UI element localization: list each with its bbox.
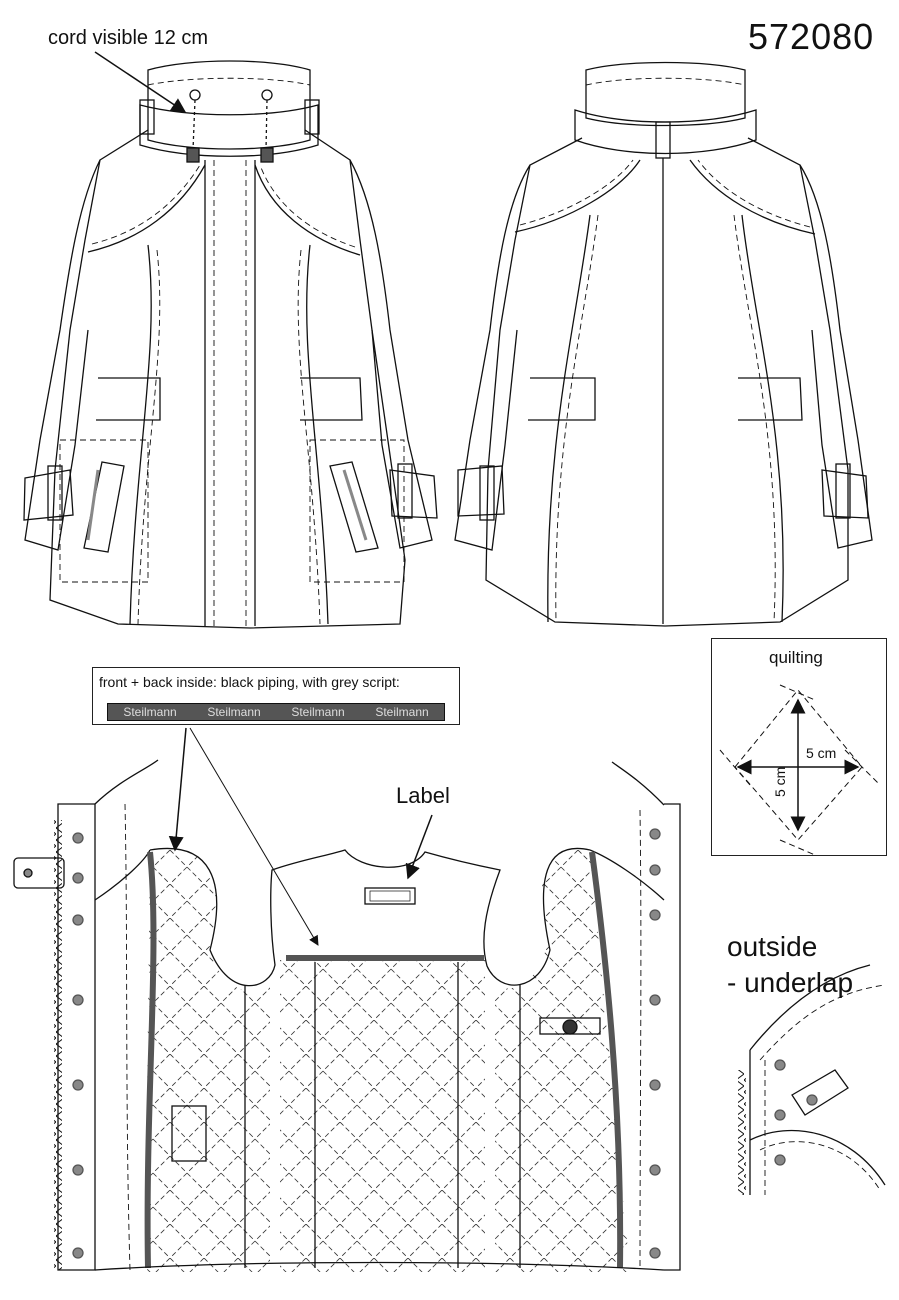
piping-script-word: Steilmann [291, 705, 345, 719]
underlap-detail [738, 964, 886, 1195]
piping-sample-strip: Steilmann Steilmann Steilmann Steilmann [107, 703, 445, 721]
quilting-vertical-measure: 5 cm [772, 766, 788, 797]
piping-callout: front + back inside: black piping, with … [92, 667, 460, 725]
quilting-title: quilting [769, 648, 823, 667]
piping-script-word: Steilmann [207, 705, 261, 719]
style-number: 572080 [748, 16, 875, 57]
outside-annotation-line1: outside [727, 931, 818, 962]
outside-annotation-line2: - underlap [727, 967, 854, 998]
quilting-horizontal-measure: 5 cm [806, 745, 837, 761]
quilting-box [711, 638, 887, 856]
cord-annotation: cord visible 12 cm [48, 27, 209, 49]
quilting-diagram [719, 684, 881, 856]
piping-caption: front + back inside: black piping, with … [99, 674, 400, 690]
label-annotation: Label [396, 783, 450, 808]
piping-script-word: Steilmann [123, 705, 177, 719]
back-view [454, 61, 873, 627]
inside-view [13, 759, 681, 1272]
piping-script-word: Steilmann [375, 705, 429, 719]
front-view [23, 60, 438, 629]
